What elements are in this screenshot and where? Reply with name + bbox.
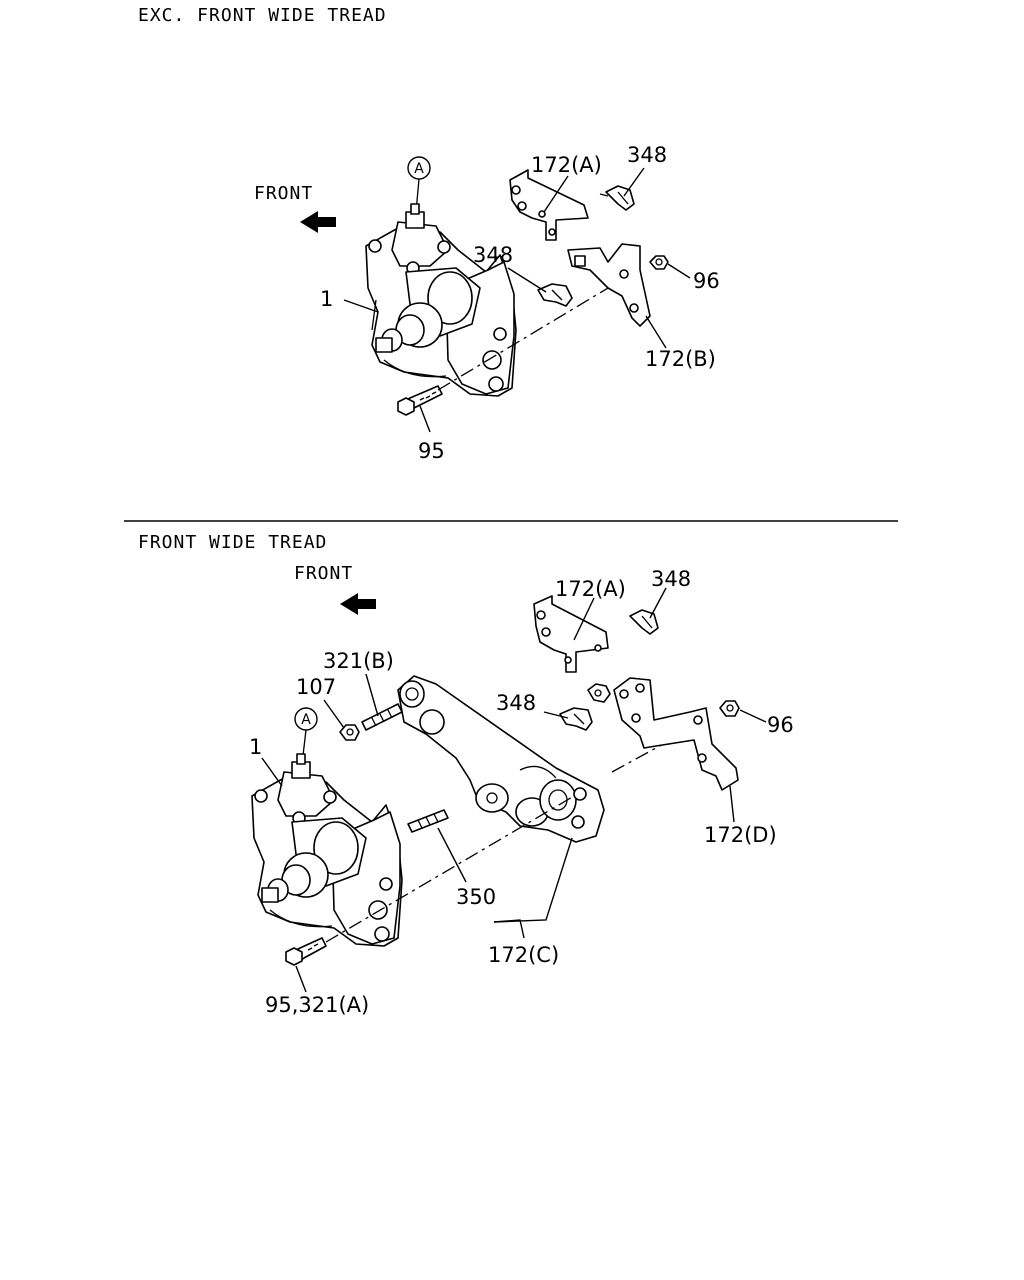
section1-label-gear: 1 <box>320 287 333 311</box>
section1-label-bolt: 95 <box>418 439 445 463</box>
section2-label-bracket-a: 172(A) <box>555 577 626 601</box>
section2-bracket-d <box>613 677 739 791</box>
section2-bolt <box>285 937 327 966</box>
section2-label-nut: 96 <box>767 713 794 737</box>
section2-clip-top <box>629 609 659 635</box>
section2-header: FRONT WIDE TREAD <box>138 532 327 553</box>
section2-label-clip-mid: 348 <box>496 691 536 715</box>
section1-bolt <box>397 385 443 416</box>
svg-text:A: A <box>301 712 311 728</box>
section1-front-arrow-icon <box>300 211 336 233</box>
section2-steering-gear <box>251 753 403 947</box>
section1-label-nut: 96 <box>693 269 720 293</box>
section1-bracket-b <box>567 243 651 327</box>
section2-nut <box>719 700 740 717</box>
section1-label-bracket-a: 172(A) <box>531 153 602 177</box>
section2-clip-mid <box>559 707 593 731</box>
section2-label-stud-350: 350 <box>456 885 496 909</box>
section1-label-bracket-b: 172(B) <box>645 347 716 371</box>
section2-label-bracket-d: 172(D) <box>704 823 777 847</box>
svg-text:A: A <box>414 161 424 177</box>
section2-stud-b <box>361 703 403 731</box>
section2-front-arrow-icon <box>340 593 376 615</box>
section1-clip-mid <box>537 283 573 307</box>
section2-label-nut-107: 107 <box>296 675 336 699</box>
section2-label-bolt: 95,321(A) <box>265 993 369 1017</box>
section2-label-bracket-c: 172(C) <box>488 943 559 967</box>
section2-spacer <box>587 683 611 703</box>
section2-stud-350 <box>407 809 449 833</box>
section2-label-gear: 1 <box>249 735 262 759</box>
section1-label-clip-top: 348 <box>627 143 667 167</box>
section2-nut-107 <box>339 724 360 741</box>
section2-label-stud-b: 321(B) <box>323 649 394 673</box>
section1-front-label: FRONT <box>254 183 313 204</box>
section1-label-clip-mid: 348 <box>473 243 513 267</box>
section1-header: EXC. FRONT WIDE TREAD <box>138 5 387 26</box>
section2-bracket-c <box>397 675 605 843</box>
section2-front-label: FRONT <box>294 563 353 584</box>
section1-nut <box>649 255 669 270</box>
section2-bracket-a <box>533 595 609 673</box>
section2-centerline-lower <box>325 795 575 943</box>
section2-label-clip-top: 348 <box>651 567 691 591</box>
section1-centerline <box>437 275 629 391</box>
section1-steering-gear <box>365 203 517 397</box>
